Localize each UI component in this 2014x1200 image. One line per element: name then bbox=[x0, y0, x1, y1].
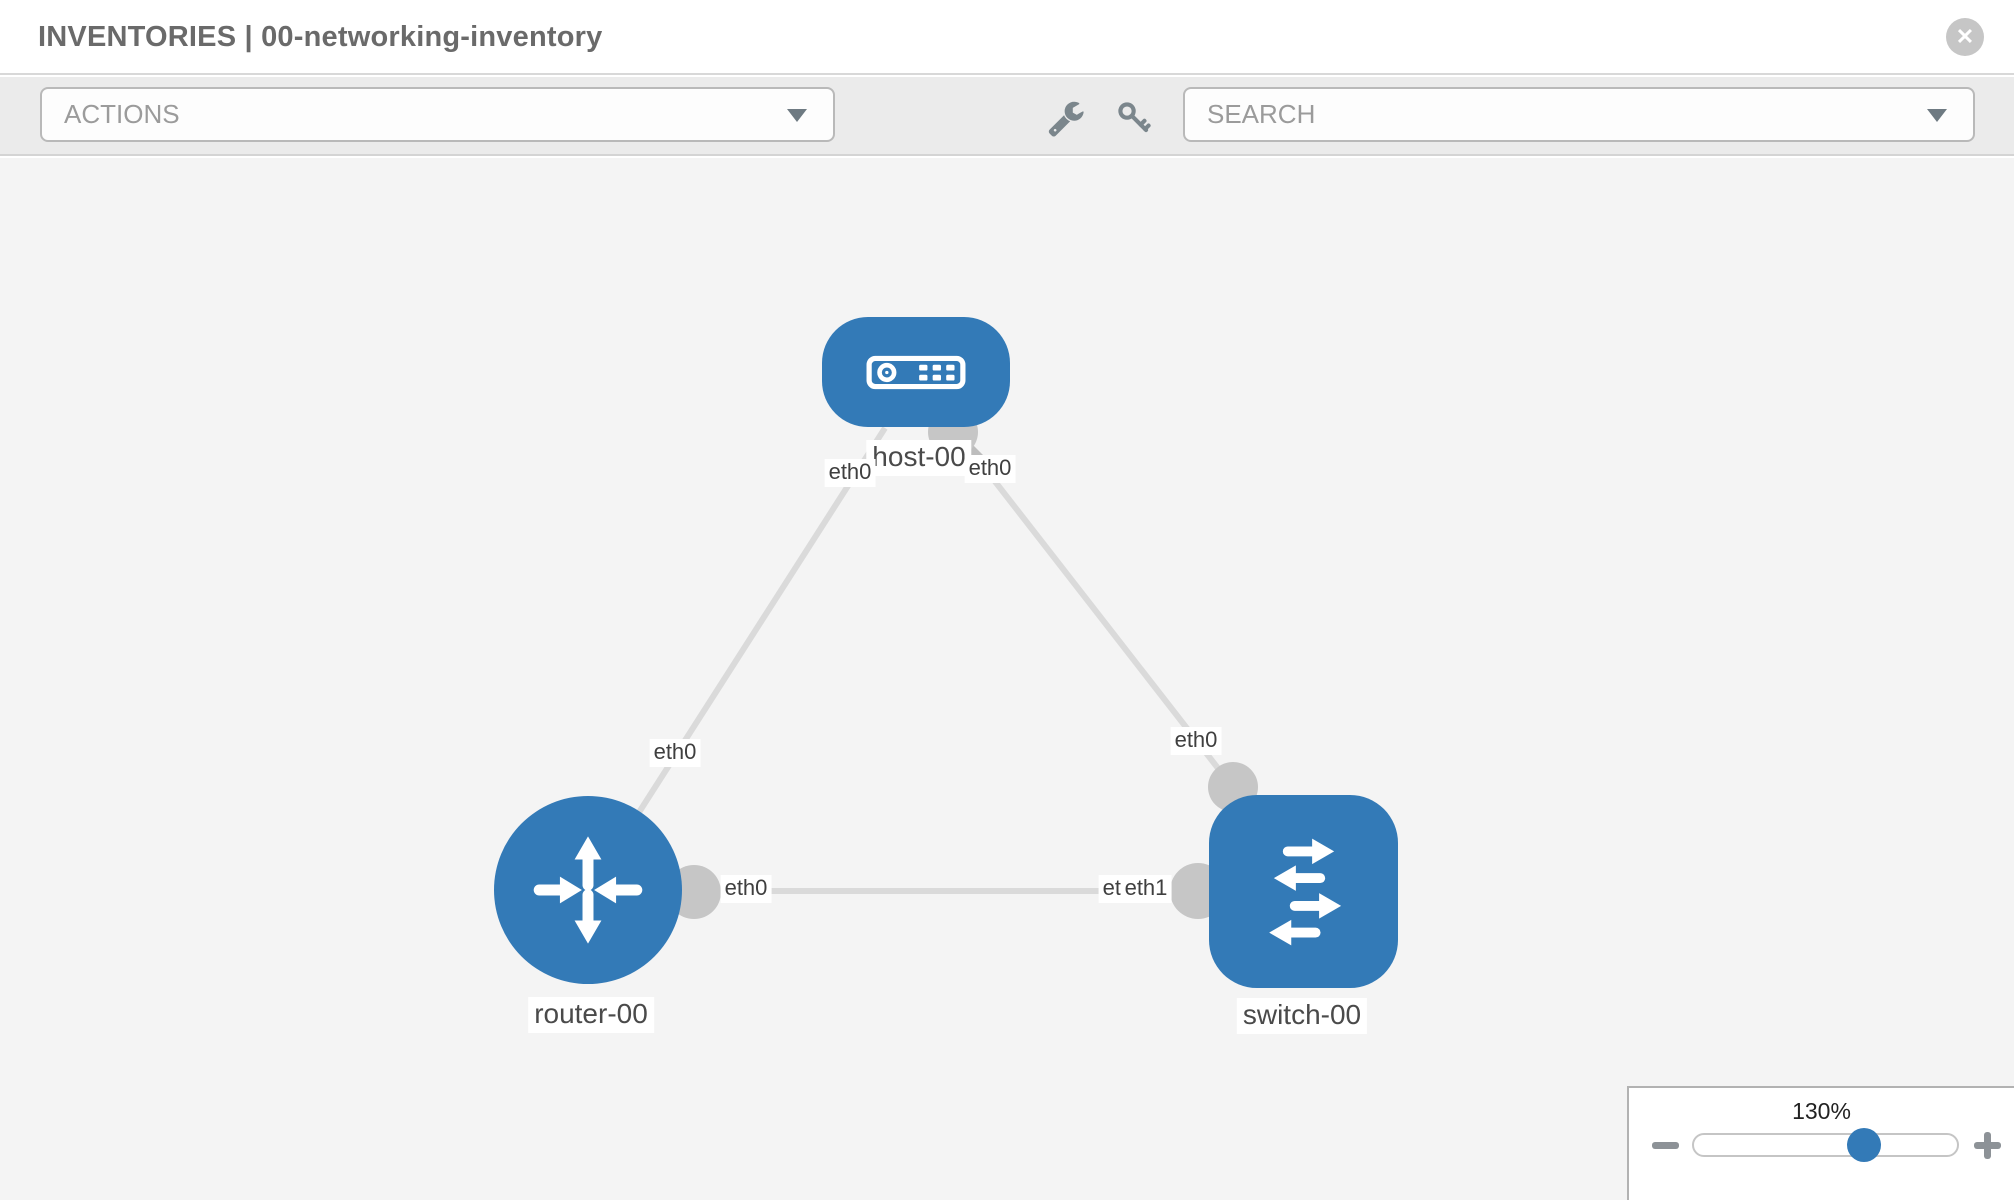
search-dropdown[interactable]: SEARCH bbox=[1183, 87, 1975, 142]
chevron-down-icon bbox=[1927, 109, 1947, 122]
plus-icon[interactable] bbox=[1974, 1132, 2001, 1159]
iface-label-router-to-switch: eth0 bbox=[720, 875, 772, 903]
chevron-down-icon bbox=[787, 109, 807, 122]
router-icon bbox=[533, 836, 643, 944]
host-icon bbox=[866, 355, 966, 389]
node-router-00[interactable] bbox=[494, 796, 682, 984]
topology-canvas[interactable]: host-00 router-00 switch-00 eth0 eth0 et… bbox=[0, 158, 2014, 1200]
zoom-control-panel: 130% bbox=[1627, 1086, 2014, 1200]
actions-dropdown-label: ACTIONS bbox=[64, 99, 180, 129]
iface-label-switch-to-host: eth0 bbox=[1170, 727, 1222, 755]
iface-label-host-to-switch: eth0 bbox=[964, 455, 1016, 483]
iface-label-host-to-router: eth0 bbox=[824, 459, 876, 487]
search-dropdown-label: SEARCH bbox=[1207, 99, 1316, 129]
minus-icon[interactable] bbox=[1652, 1142, 1679, 1149]
node-switch-00[interactable] bbox=[1209, 795, 1398, 988]
topology-links-layer bbox=[585, 407, 1303, 919]
node-host-00[interactable] bbox=[822, 317, 1010, 427]
page-title: INVENTORIES | 00-networking-inventory bbox=[38, 21, 603, 53]
zoom-percent-label: 130% bbox=[1792, 1098, 1851, 1124]
iface-label-router-to-host: eth0 bbox=[649, 739, 701, 767]
toolbar: ACTIONS SEARCH bbox=[0, 77, 2014, 156]
plus-icon-hbar bbox=[1974, 1142, 2001, 1149]
zoom-slider-track[interactable] bbox=[1692, 1133, 1959, 1157]
switch-icon bbox=[1268, 838, 1341, 945]
zoom-slider-thumb[interactable] bbox=[1847, 1128, 1881, 1162]
actions-dropdown[interactable]: ACTIONS bbox=[40, 87, 835, 142]
node-label-router: router-00 bbox=[528, 997, 654, 1033]
node-label-switch: switch-00 bbox=[1236, 998, 1368, 1034]
iface-label-switch-to-router: eth1 bbox=[1120, 875, 1172, 903]
close-icon[interactable]: ✕ bbox=[1946, 18, 1984, 56]
key-icon[interactable] bbox=[1112, 98, 1156, 138]
page-header: INVENTORIES | 00-networking-inventory ✕ bbox=[0, 0, 2014, 75]
node-label-host: host-00 bbox=[866, 440, 972, 476]
wrench-icon[interactable] bbox=[1044, 98, 1088, 138]
